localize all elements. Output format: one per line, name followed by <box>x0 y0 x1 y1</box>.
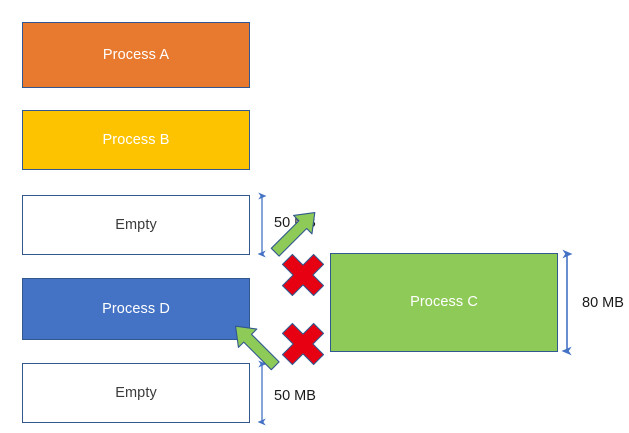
rejected-move-arrow-up-left <box>270 212 316 257</box>
memory-block-label: Empty <box>115 384 157 401</box>
memory-block-label: Process D <box>102 300 170 317</box>
memory-block-label: Process A <box>102 46 170 63</box>
rejection-x-icon-upper <box>281 253 325 297</box>
memory-block-process-b: Process B <box>22 110 250 170</box>
dimension-label-process-c: 80 MB <box>582 295 624 311</box>
memory-block-empty-2: Empty <box>22 363 250 423</box>
memory-block-empty-1: Empty <box>22 195 250 255</box>
dimension-label-empty-1: 50 MB <box>274 215 316 231</box>
memory-block-label: Process C <box>410 294 478 311</box>
memory-block-label: Empty <box>115 216 157 233</box>
memory-block-process-c: Process C <box>330 253 558 352</box>
memory-block-label: Process B <box>102 131 170 148</box>
memory-block-process-a: Process A <box>22 22 250 88</box>
memory-block-process-d: Process D <box>22 278 250 340</box>
rejection-x-icon-lower <box>281 322 325 366</box>
dimension-label-empty-2: 50 MB <box>274 388 316 404</box>
